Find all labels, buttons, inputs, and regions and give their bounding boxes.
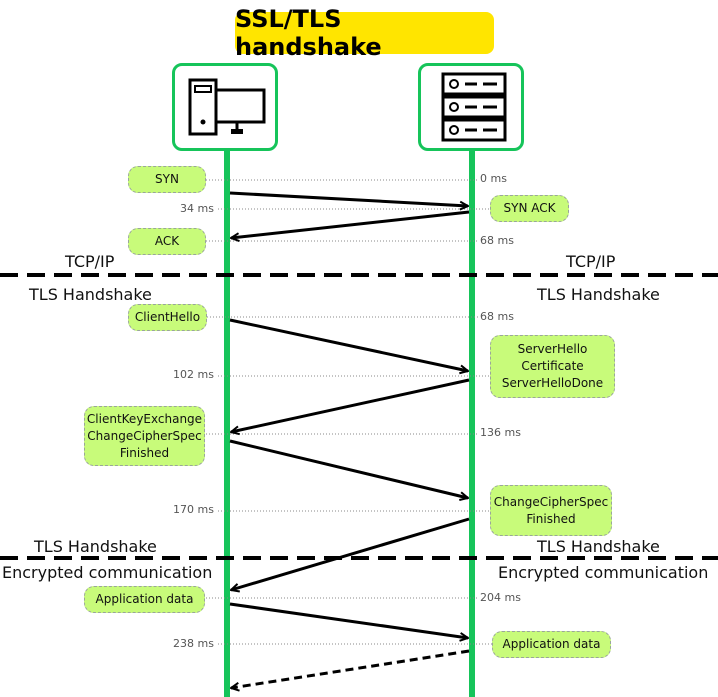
section-label-tls-right-top: TLS Handshake: [537, 285, 660, 304]
timing-label: 238 ms: [173, 637, 214, 650]
arrow-syn: [229, 191, 468, 206]
message-client-hello: ClientHello: [128, 304, 207, 331]
message-label: ServerHello: [517, 342, 588, 356]
client-node: [172, 63, 278, 151]
message-label: ACK: [154, 234, 180, 248]
section-label-tls-left-top: TLS Handshake: [29, 285, 152, 304]
message-label: Certificate: [521, 359, 584, 373]
message-label: ServerHelloDone: [501, 376, 604, 390]
section-label-tls-right-bottom: TLS Handshake: [537, 537, 660, 556]
message-syn: SYN: [128, 166, 206, 193]
section-label-tcp-right: TCP/IP: [566, 252, 616, 271]
timing-label: 102 ms: [173, 368, 214, 381]
section-label-tls-left-bottom: TLS Handshake: [34, 537, 157, 556]
server-node: [418, 63, 524, 151]
message-app-data-server: Application data: [492, 631, 611, 658]
message-client-key-exchange: ClientKeyExchange ChangeCipherSpec Finis…: [84, 406, 205, 466]
timing-label: 34 ms: [180, 202, 214, 215]
diagram-title: SSL/TLS handshake: [235, 5, 494, 61]
message-label: Application data: [502, 637, 601, 651]
timing-label: 0 ms: [480, 172, 507, 185]
server-rack-icon: [441, 72, 507, 142]
message-syn-ack: SYN ACK: [490, 195, 569, 222]
timing-label: 136 ms: [480, 426, 521, 439]
arrow-app-data-client: [229, 602, 468, 638]
timing-label: 204 ms: [480, 591, 521, 604]
timing-label: 170 ms: [173, 503, 214, 516]
timing-label: 68 ms: [480, 234, 514, 247]
message-ack: ACK: [128, 228, 206, 255]
message-label: SYN ACK: [503, 201, 556, 215]
section-label-tcp-left: TCP/IP: [65, 252, 115, 271]
message-label: ChangeCipherSpec: [493, 494, 609, 509]
arrow-syn-ack: [231, 210, 470, 238]
message-label: ClientHello: [134, 310, 201, 324]
message-label: ClientKeyExchange: [86, 411, 203, 426]
arrow-client-hello: [229, 318, 468, 371]
message-server-hello: ServerHello Certificate ServerHelloDone: [490, 335, 615, 398]
arrow-change-cipher-spec: [231, 517, 470, 590]
section-label-enc-left: Encrypted communication: [2, 563, 213, 582]
message-change-cipher-spec: ChangeCipherSpec Finished: [490, 485, 612, 536]
timing-label: 68 ms: [480, 310, 514, 323]
desktop-computer-icon: [188, 78, 266, 136]
message-label: ChangeCipherSpec: [87, 428, 202, 443]
message-label: Application data: [95, 592, 194, 606]
arrow-client-key-exchange: [229, 439, 468, 498]
arrow-server-hello: [231, 378, 470, 432]
guide-lines: [206, 179, 492, 645]
message-app-data-client: Application data: [84, 586, 205, 613]
message-label: Finished: [119, 445, 170, 460]
section-label-enc-right: Encrypted communication: [498, 563, 709, 582]
message-label: SYN: [155, 172, 179, 186]
message-label: Finished: [526, 511, 576, 526]
arrow-app-data-server: [231, 649, 470, 688]
